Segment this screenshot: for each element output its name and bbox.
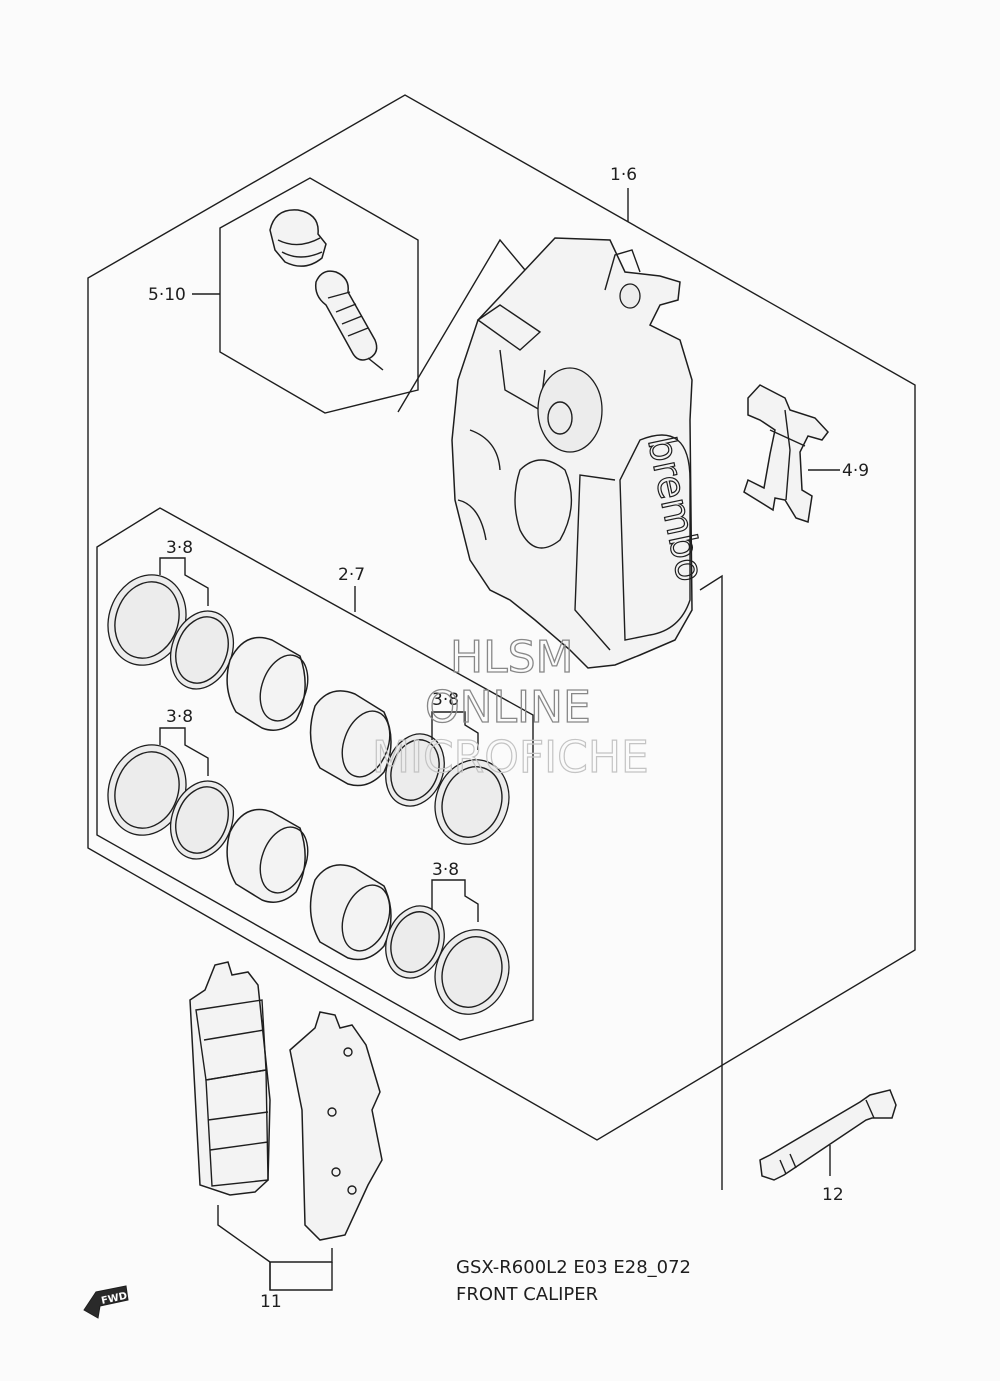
seal-ring (385, 733, 445, 807)
brake-pad (189, 961, 271, 1196)
watermark-line-2: ONLINE (425, 682, 591, 733)
diagram-title: FRONT CALIPER (456, 1284, 598, 1305)
caliper-assembly-frame (87, 94, 916, 1141)
callout-2-7: 2·7 (338, 565, 365, 585)
bleeder-set-frame (219, 177, 419, 414)
seal-ring (434, 929, 510, 1015)
seal-ring (434, 759, 510, 845)
bleeder-valve (314, 270, 384, 371)
callout-3-8: 3·8 (166, 538, 193, 558)
caliper-body: brembo (451, 237, 713, 669)
piston-set-frame (96, 507, 534, 1041)
seal-ring (170, 780, 234, 860)
piston (226, 808, 309, 903)
piston (226, 636, 309, 731)
callout-3-8: 3·8 (432, 860, 459, 880)
pad-bracket (269, 1262, 333, 1291)
seal-bracket (431, 711, 479, 750)
piston (309, 864, 392, 961)
forward-arrow-icon: FWD (83, 1285, 129, 1319)
seal-ring (107, 744, 187, 836)
callout-11: 11 (260, 1292, 282, 1312)
seal-bracket (159, 727, 209, 776)
diagram-model-code: GSX-R600L2 E03 E28_072 (456, 1257, 691, 1278)
bleeder-cap (269, 209, 327, 267)
pad-spring (743, 384, 829, 523)
brake-pad (289, 1011, 383, 1241)
watermark-line-3: MICROFICHE (372, 732, 649, 783)
callout-3-8: 3·8 (432, 690, 459, 710)
callout-12: 12 (822, 1185, 844, 1205)
piston (309, 690, 392, 787)
extension-line-caliper (397, 238, 526, 413)
callout-4-9: 4·9 (842, 461, 869, 481)
callout-5-10: 5·10 (148, 285, 186, 305)
seal-bracket (159, 557, 209, 606)
forward-label: FWD (100, 1291, 128, 1307)
caliper-bolt (759, 1089, 897, 1181)
callout-1-6: 1·6 (610, 165, 637, 185)
extension-line-right (699, 574, 723, 1190)
callout-3-8: 3·8 (166, 707, 193, 727)
seal-ring (170, 610, 234, 690)
seal-bracket (431, 879, 479, 922)
watermark-line-1: HLSM (450, 632, 574, 683)
